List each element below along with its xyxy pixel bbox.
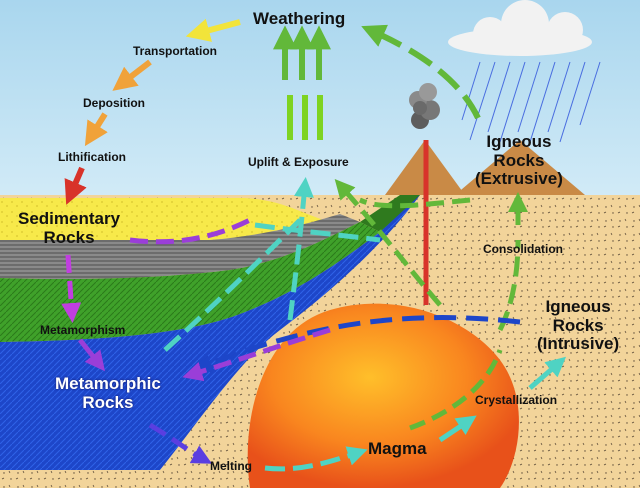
rain <box>461 61 601 143</box>
arrow-lithification-sedimentary <box>64 166 87 205</box>
arrow-magma-crystallization <box>438 415 477 443</box>
magma-chamber <box>247 303 519 488</box>
arrow-deposition-lithification <box>84 112 108 147</box>
volcano-right <box>455 140 585 195</box>
label-metamorphism: Metamorphism <box>40 323 126 337</box>
arrow-sedimentary-metamorphism <box>61 254 82 323</box>
arrow-igneous-weathering <box>361 24 481 120</box>
arrow-intrusive-metamorphic <box>192 315 521 373</box>
smoke-plume <box>409 83 440 129</box>
sedimentary-layer <box>0 198 330 240</box>
arrow-transport-deposition <box>112 59 152 91</box>
arrow-metamorphism-metamorphic <box>78 338 105 372</box>
label-weathering: Weathering <box>253 9 346 28</box>
green-stratum <box>0 222 380 342</box>
label-sedimentary-rocks: Sedimentary Rocks <box>18 209 121 247</box>
uplift-arrows <box>273 25 331 140</box>
cloud <box>448 0 592 56</box>
arrow-magma-metamorphic <box>182 327 331 382</box>
label-lithification: Lithification <box>58 150 126 164</box>
label-deposition: Deposition <box>83 96 145 110</box>
arrow-igneous-uplift <box>358 197 471 209</box>
label-uplift-exposure: Uplift & Exposure <box>248 155 349 169</box>
arrow-metamorphic-uplift <box>163 218 302 352</box>
gray-stratum <box>0 214 360 280</box>
arrow-magma-uplift <box>287 177 314 321</box>
label-igneous-intrusive: Igneous Rocks (Intrusive) <box>537 297 620 354</box>
label-igneous-extrusive: Igneous Rocks (Extrusive) <box>475 132 563 189</box>
label-crystallization: Crystallization <box>475 393 558 407</box>
label-consolidation: Consolidation <box>483 242 563 256</box>
arrow-sedimentary-uplift <box>129 217 252 245</box>
label-transportation: Transportation <box>133 44 218 58</box>
label-metamorphic-rocks: Metamorphic Rocks <box>55 374 161 412</box>
label-magma: Magma <box>368 439 427 458</box>
arrow-magma-to-uplift-right <box>334 179 442 307</box>
arrow-melting-magma <box>264 446 368 472</box>
arrow-sedimentary-to-blue <box>254 222 381 243</box>
arrow-weathering-transport <box>185 18 241 42</box>
arrow-metamorphic-melting <box>148 422 213 464</box>
metamorphic-stratum <box>0 195 420 470</box>
label-melting: Melting <box>210 459 252 473</box>
arrow-crystallization-intrusive <box>528 356 567 390</box>
